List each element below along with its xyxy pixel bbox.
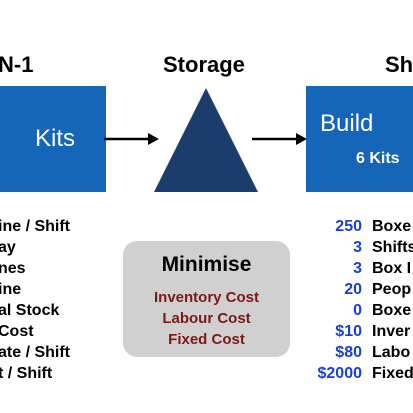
heading-storage: Storage [163, 52, 245, 77]
right-list-value: $10 [335, 323, 362, 340]
build-box-sublabel: 6 Kits [356, 150, 400, 167]
right-list-label: Shifts [372, 239, 413, 256]
right-list-value: $2000 [317, 365, 363, 382]
right-list-value: 0 [353, 302, 362, 319]
arrow-to-storage [104, 133, 159, 145]
left-list-item: ine / Shift [0, 218, 70, 235]
minimise-item-labour-cost: Labour Cost [162, 310, 251, 327]
minimise-item-fixed-cost: Fixed Cost [168, 331, 245, 348]
build-box-label: Build [320, 110, 374, 137]
minimise-title: Minimise [161, 253, 252, 276]
right-list-row: 250 Boxe [300, 216, 413, 237]
storage-triangle-icon [154, 88, 258, 192]
right-list-label: Peop [372, 281, 412, 298]
right-list-value: $80 [335, 344, 362, 361]
right-list-row: 20 Peop [300, 279, 413, 300]
left-parameter-list: ine / Shift ay nes ine al Stock Cost ate… [0, 216, 98, 384]
right-list-value: 250 [335, 218, 362, 235]
right-list-row: $80 Labo [300, 342, 413, 363]
right-list-row: 0 Boxe [300, 300, 413, 321]
right-list-label: Labo [372, 344, 411, 361]
right-list-label: Inver [372, 323, 411, 340]
kits-box-label: Kits [34, 125, 75, 152]
kits-box: Kits [0, 86, 106, 192]
left-list-item: ine [0, 281, 22, 298]
right-list-row: $2000 Fixed [300, 363, 413, 384]
left-list-item: t / Shift [0, 365, 53, 382]
heading-left: N-1 [0, 52, 34, 77]
right-list-row: 3 Shifts [300, 237, 413, 258]
arrow-to-build [252, 133, 307, 145]
build-box: Build 6 Kits [306, 86, 413, 192]
minimise-item-inventory-cost: Inventory Cost [153, 289, 259, 306]
right-list-value: 3 [353, 260, 362, 277]
right-list-row: $10 Inver [300, 321, 413, 342]
minimise-panel: Minimise Inventory Cost Labour Cost Fixe… [123, 241, 290, 357]
right-list-label: Fixed [372, 365, 413, 382]
right-list-label: Boxe [372, 302, 412, 319]
heading-right: Sh [385, 52, 413, 77]
left-list-item: ay [0, 239, 16, 256]
left-list-item: ate / Shift [0, 344, 71, 361]
right-list-label: Box I [372, 260, 412, 277]
right-list-value: 20 [344, 281, 362, 298]
left-list-item: Cost [0, 323, 34, 340]
right-list-row: 3 Box I [300, 258, 413, 279]
left-list-item: al Stock [0, 302, 60, 319]
left-list-item: nes [0, 260, 26, 277]
right-list-value: 3 [353, 239, 362, 256]
right-parameter-list: 250 Boxe 3 Shifts 3 Box I 20 Peop 0 Boxe… [300, 216, 413, 384]
right-list-label: Boxe [372, 218, 412, 235]
